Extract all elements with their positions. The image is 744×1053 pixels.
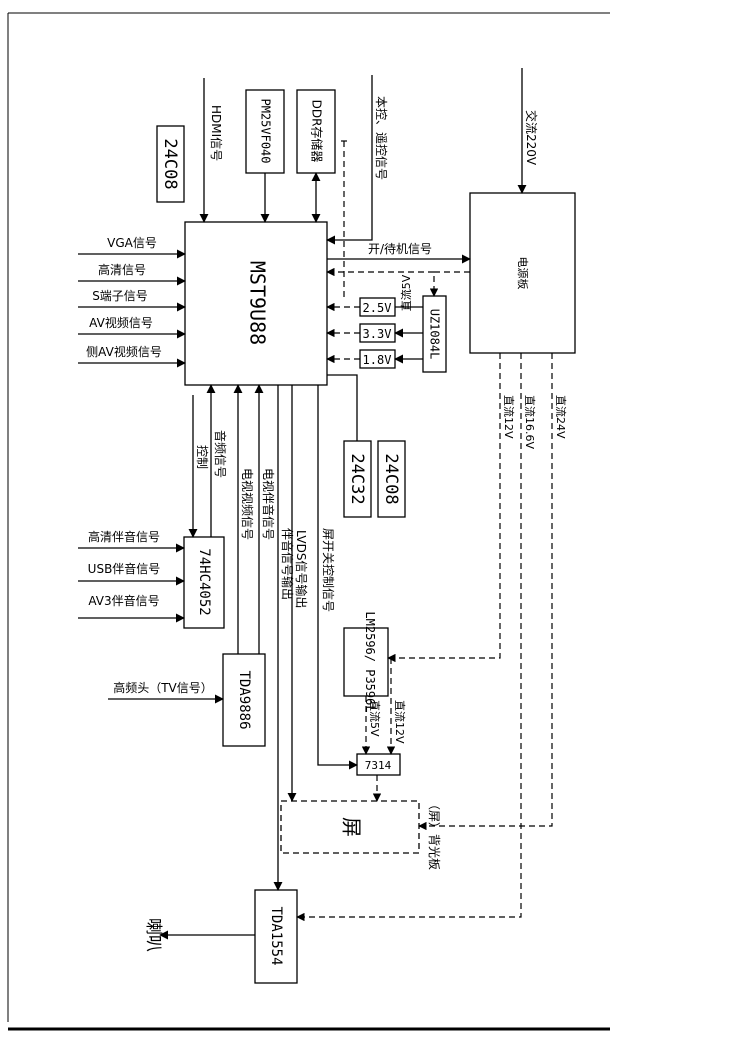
page-frame [7,12,610,1031]
tuner-label: 高频头（TV信号） [113,680,213,695]
s-video-label: S端子信号 [92,289,148,303]
v25-label: 2.5V [363,301,392,315]
side-av-label: 侧AV视频信号 [86,344,162,359]
audio-out-label: 伴音信号输出 [280,528,295,600]
hdmi-eeprom-box [156,125,185,203]
keys-signal-label: 本控、遥控信号 [374,96,388,180]
standby-label: 开/待机信号 [368,242,432,256]
tv-video-label: 电视视频信号 [240,468,255,540]
dc12-a-label: 直流12V [502,395,516,439]
hdmi-signal-label: HDMI信号 [209,105,223,161]
eeprom-b-label: 24C08 [381,453,401,504]
usb-audio-label: USB伴音信号 [88,561,161,576]
hd-label: 高清信号 [98,262,146,277]
dcdc-label: LM2596/ P3596L [363,611,377,712]
mux-label: 74HC4052 [196,548,212,615]
hdmi-eeprom-label: 24C08 [160,138,180,189]
vga-label: VGA信号 [107,236,157,250]
ac-label: 交流220V [524,110,539,166]
eeprom-b-box [377,440,406,518]
amp-label: TDA1554 [268,906,284,965]
dc5-b-label: 直流5V [368,700,382,737]
dc5-label: 直流5V [399,274,413,311]
ddr-label: DDR存储器 [310,100,325,163]
flash-label: PM25VF040 [259,98,273,163]
tcon-label: 7314 [365,759,392,772]
av-label: AV视频信号 [89,315,153,330]
power-board-label: 电源板 [516,257,530,290]
lvds-label: LVDS信号输出 [294,530,309,608]
audio-label: 音频信号 [213,430,228,478]
main-chip-label: MST9U88 [246,261,270,345]
screen-label: 屏 [340,817,364,837]
eeprom-a-label: 24C32 [347,453,367,504]
v33-label: 3.3V [363,327,392,341]
dcdc-label-text: LM2596/ P3596L [363,611,377,712]
tuner-if-label: TDA9886 [236,670,252,729]
av3-audio-label: AV3伴音信号 [88,593,159,608]
screen-ctrl-label: 屏开关控制信号 [321,528,335,612]
dc12-b-label: 直流12V [393,700,407,744]
v18-label: 1.8V [363,353,392,367]
backlight-label: （屏）背光板 [427,798,441,870]
dc24-label: 直流24V [554,395,568,439]
regulator-label: UZ1084L [428,309,442,360]
hd-audio-label: 高清伴音信号 [88,529,160,544]
tv-audio-label: 电视伴音信号 [261,468,276,540]
speaker-label: 喇叭 [143,918,163,952]
control-label: 控制 [195,445,209,469]
dc16-label: 直流16.6V [523,395,537,449]
